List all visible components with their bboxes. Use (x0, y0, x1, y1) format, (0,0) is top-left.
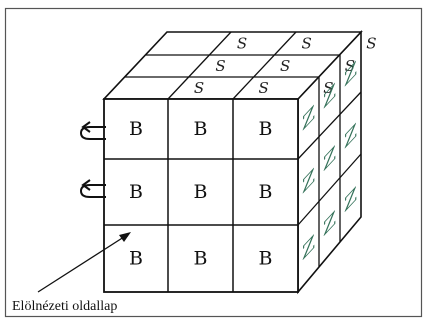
pointer-arrow-icon (37, 232, 131, 293)
front-face-label: B (129, 118, 143, 140)
top-face-label: S (237, 35, 247, 53)
front-face (103, 98, 299, 293)
caption: Elölnézeti oldallap (12, 299, 117, 314)
top-face-label: S (194, 79, 204, 97)
top-face-line (167, 31, 232, 100)
top-face-label: S (259, 79, 269, 97)
front-face-label: B (259, 248, 273, 270)
top-face-line (232, 31, 297, 100)
front-face-label: B (259, 181, 273, 203)
top-face-label: S (302, 35, 312, 53)
rotate-arrow-icon (79, 121, 106, 140)
top-face-label: S (366, 35, 376, 53)
top-face-label: S (215, 57, 225, 75)
front-face-label: B (194, 118, 208, 140)
rotate-arrow-icon (79, 179, 106, 198)
right-face-line (297, 153, 362, 226)
right-face-line (297, 91, 362, 160)
front-face-outline (103, 98, 299, 293)
front-face-label: B (259, 118, 273, 140)
front-face-label: B (129, 248, 143, 270)
top-face-label: S (323, 79, 333, 97)
front-face-label: B (194, 181, 208, 203)
top-face-label: S (280, 57, 290, 75)
front-face-label: B (129, 181, 143, 203)
top-face-label: S (345, 57, 355, 75)
front-face-label: B (194, 248, 208, 270)
